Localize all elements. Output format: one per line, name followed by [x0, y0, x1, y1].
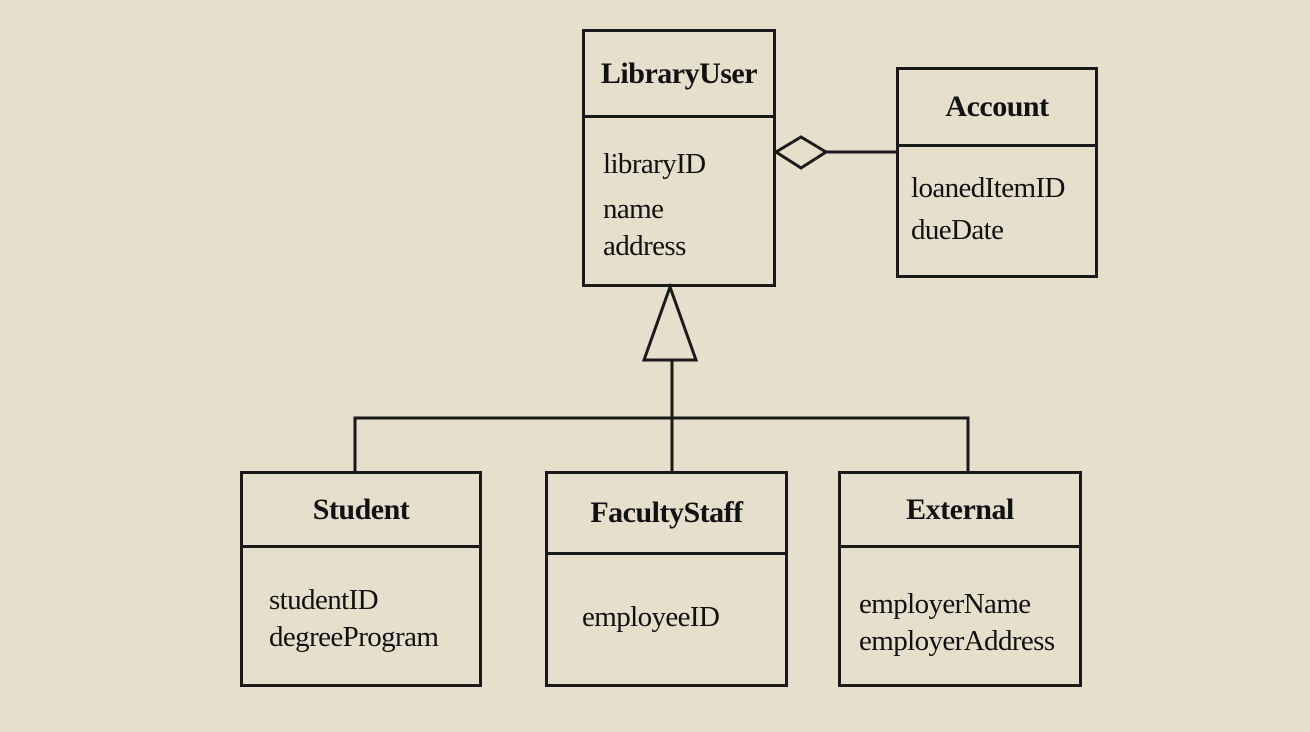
class-name: LibraryUser [585, 32, 773, 118]
attribute: address [603, 230, 686, 262]
generalization-triangle [641, 282, 699, 362]
class-name: External [841, 474, 1079, 548]
attribute: loanedItemID [911, 172, 1065, 204]
class-student: Student studentID degreeProgram [240, 471, 482, 687]
class-name: Account [899, 70, 1095, 147]
aggregation-diamond [773, 135, 829, 170]
class-account: Account loanedItemID dueDate [896, 67, 1098, 278]
attribute: name [603, 193, 664, 225]
class-facultystaff: FacultyStaff employeeID [545, 471, 788, 687]
attribute-list: loanedItemID dueDate [899, 147, 1095, 275]
class-name: FacultyStaff [548, 474, 785, 555]
attribute: employeeID [582, 601, 720, 633]
attribute-list: employeeID [548, 555, 785, 684]
attribute: employerAddress [859, 625, 1055, 657]
attribute: degreeProgram [269, 621, 439, 653]
attribute: dueDate [911, 214, 1004, 246]
attribute: studentID [269, 584, 379, 616]
class-external: External employerName employerAddress [838, 471, 1082, 687]
attribute-list: employerName employerAddress [841, 548, 1079, 684]
class-libraryuser: LibraryUser libraryID name address [582, 29, 776, 287]
attribute: libraryID [603, 148, 706, 180]
attribute-list: studentID degreeProgram [243, 548, 479, 684]
attribute-list: libraryID name address [585, 118, 773, 284]
class-name: Student [243, 474, 479, 548]
attribute: employerName [859, 588, 1031, 620]
